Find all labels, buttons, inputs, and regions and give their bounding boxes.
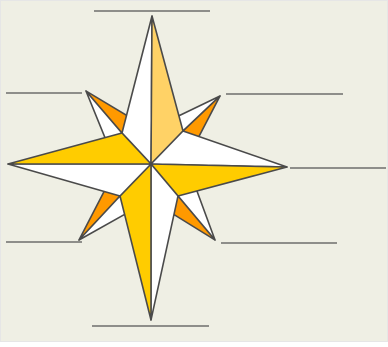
compass-rose-diagram (0, 0, 388, 342)
compass-rose-icon (0, 0, 388, 342)
